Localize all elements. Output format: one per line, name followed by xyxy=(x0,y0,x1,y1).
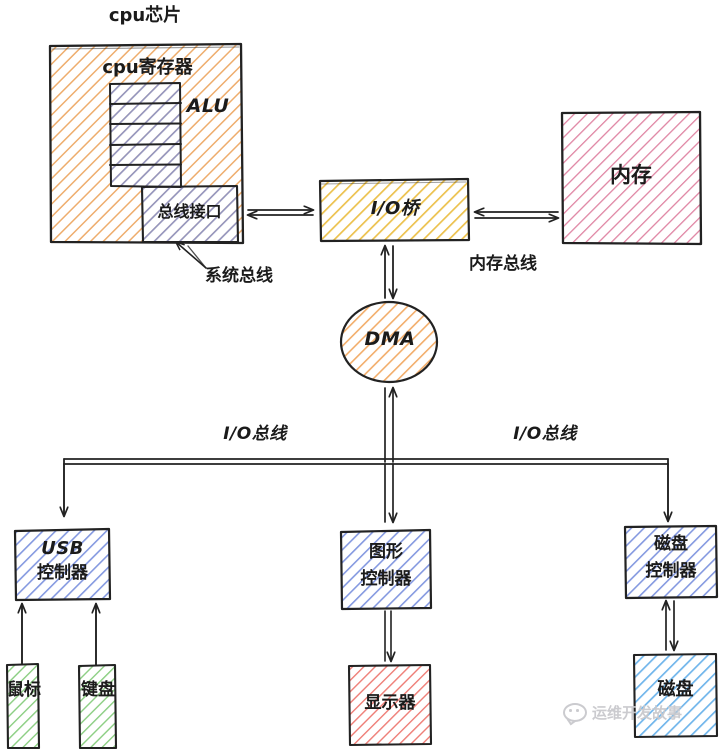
disk-box xyxy=(632,652,719,739)
keyboard-box xyxy=(77,663,118,749)
memory-bus-line xyxy=(475,212,558,218)
cpu-register-stack xyxy=(109,82,182,188)
usb-controller-box xyxy=(13,527,112,602)
disk-controller-disk-link xyxy=(666,601,674,650)
mouse-box xyxy=(5,662,41,749)
memory-box xyxy=(560,110,703,246)
dma-iobus-link xyxy=(384,388,393,463)
disk-controller-box xyxy=(623,524,719,600)
dma-node xyxy=(339,300,439,384)
bridge-dma-link xyxy=(385,246,393,298)
graphics-display-link xyxy=(384,610,391,661)
system-bus-line xyxy=(248,210,313,215)
display-box xyxy=(347,663,433,747)
io-bridge-box xyxy=(318,177,471,243)
io-bus-spine xyxy=(63,458,669,465)
bus-interface-box xyxy=(140,184,240,244)
io-bus-drop-graphics xyxy=(384,463,393,522)
graphics-controller-box xyxy=(339,528,433,611)
system-bus-pointer xyxy=(176,242,207,269)
